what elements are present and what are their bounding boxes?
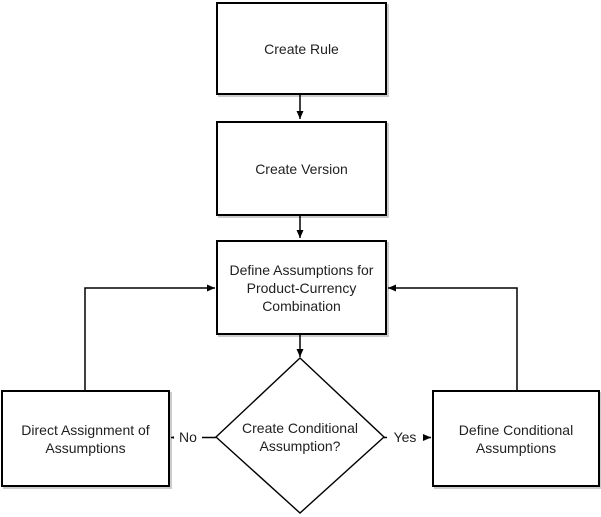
edge-define-conditional-to-define-assumptions (388, 284, 518, 390)
node-create-rule: Create Rule (216, 2, 387, 95)
edge-label-no: No (174, 429, 202, 445)
node-create-version-label: Create Version (255, 160, 348, 177)
node-decision-label: Create Conditional Assumption? (242, 420, 358, 454)
edge-label-yes: Yes (387, 429, 423, 445)
node-define-conditional: Define Conditional Assumptions (432, 390, 600, 487)
node-define-assumptions: Define Assumptions for Product-Currency … (216, 240, 387, 335)
node-direct-assignment-label: Direct Assignment of Assumptions (21, 421, 150, 456)
node-define-conditional-label: Define Conditional Assumptions (458, 421, 574, 456)
node-create-version: Create Version (216, 121, 387, 216)
node-create-rule-label: Create Rule (264, 40, 339, 57)
node-direct-assignment: Direct Assignment of Assumptions (1, 390, 170, 487)
node-decision: Create Conditional Assumption? (225, 409, 375, 465)
edge-direct-assignment-to-define-assumptions (84, 284, 215, 390)
node-define-assumptions-label: Define Assumptions for Product-Currency … (229, 261, 374, 314)
